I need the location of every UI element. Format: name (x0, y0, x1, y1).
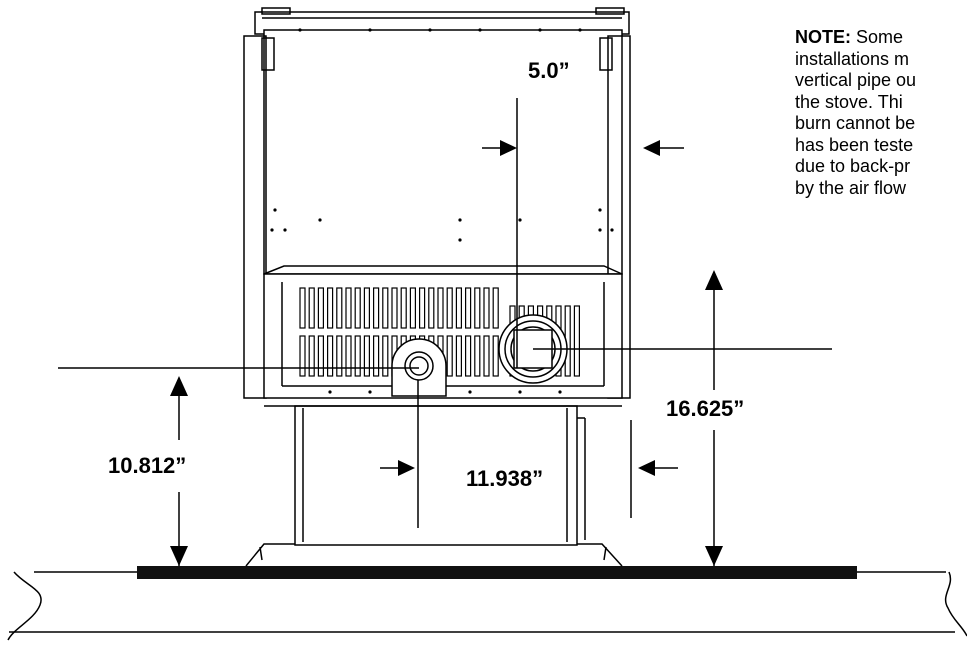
arrowheads (170, 140, 723, 566)
note-line-text: Some (851, 27, 904, 47)
rivet (298, 28, 302, 32)
vent-slot (308, 335, 315, 377)
vent-slot (308, 287, 315, 329)
vent-slot (483, 287, 490, 329)
arrowhead-up-left (170, 376, 188, 396)
vent-slot (465, 287, 472, 329)
dimension-label-top-gap: 5.0” (528, 58, 570, 83)
hearth-pad (137, 566, 857, 579)
arrowhead-left-center (638, 460, 655, 476)
vent-slot (299, 335, 306, 377)
vent-slot (428, 287, 435, 329)
rivet (538, 28, 542, 32)
note-line: due to back-pr (795, 156, 911, 176)
vent-slot (345, 335, 352, 377)
vent-slot (354, 287, 361, 329)
dimension-lines (58, 98, 832, 566)
note-line: by the air flow (795, 177, 907, 198)
note-line: NOTE: Some (795, 27, 967, 49)
note-line: vertical pipe ou (795, 70, 917, 90)
arrowhead-right-top (500, 140, 517, 156)
arrowhead-down-right (705, 546, 723, 566)
rivet (558, 390, 562, 394)
vent-slot (409, 287, 416, 329)
rivet (458, 238, 462, 242)
vent-slot (446, 335, 453, 377)
rivet (458, 218, 462, 222)
arrowhead-right-center (398, 460, 415, 476)
rivet (578, 28, 582, 32)
rivet (283, 228, 287, 232)
vent-slot (483, 335, 490, 377)
arrowhead-down-left (170, 546, 188, 566)
note-line: has been teste (795, 134, 914, 155)
rivet (368, 390, 372, 394)
dimension-label-right-height: 16.625” (666, 396, 745, 421)
rivets (270, 28, 614, 394)
rivet (428, 28, 432, 32)
rivet (318, 218, 322, 222)
vent-slot (373, 287, 380, 329)
vent-slot (465, 335, 472, 377)
note-line: the stove. Thi (795, 91, 903, 112)
note-line: burn cannot be (795, 113, 916, 133)
vent-slot (455, 335, 462, 377)
dimension-label-center-gap: 11.938” (466, 466, 544, 491)
vent-slot (354, 335, 361, 377)
installation-note: NOTE: Some installations m vertical pipe… (795, 27, 967, 199)
rivet (270, 228, 274, 232)
floor (7, 571, 967, 641)
vent-slot (327, 287, 334, 329)
vent-slot (336, 287, 343, 329)
vent-slot (455, 287, 462, 329)
rivet (478, 28, 482, 32)
rivet (468, 390, 472, 394)
rivet (273, 208, 277, 212)
pedestal (245, 405, 623, 567)
air-intake-outlet (391, 338, 447, 397)
vent-slot (492, 287, 499, 329)
vent-slot (317, 335, 324, 377)
vent-slot (336, 335, 343, 377)
rivet (598, 228, 602, 232)
rivet (518, 218, 522, 222)
note-line: installations m (795, 48, 910, 69)
vent-slot (363, 335, 370, 377)
vent-slot (382, 335, 389, 377)
rivet (368, 28, 372, 32)
dimension-label-left-height: 10.812” (108, 453, 187, 478)
arrowhead-left-top (643, 140, 660, 156)
rivet (328, 390, 332, 394)
vent-slot (391, 287, 398, 329)
note-label: NOTE: (795, 27, 851, 47)
vent-slot (345, 287, 352, 329)
arrowhead-up-right (705, 270, 723, 290)
vent-slot (317, 287, 324, 329)
rivet (598, 208, 602, 212)
vent-slot (474, 335, 481, 377)
vent-slot (573, 305, 581, 377)
vent-slot (382, 287, 389, 329)
rivet (518, 390, 522, 394)
vent-slots-upper (299, 287, 499, 329)
vent-slot (363, 287, 370, 329)
vent-slot (373, 335, 380, 377)
vent-slot (327, 335, 334, 377)
vent-slot (437, 287, 444, 329)
vent-slot (474, 287, 481, 329)
vent-slot (419, 287, 426, 329)
vent-slot (400, 287, 407, 329)
vent-slot (446, 287, 453, 329)
rivet (610, 228, 614, 232)
vent-slot (492, 335, 499, 377)
vent-slot (299, 287, 306, 329)
